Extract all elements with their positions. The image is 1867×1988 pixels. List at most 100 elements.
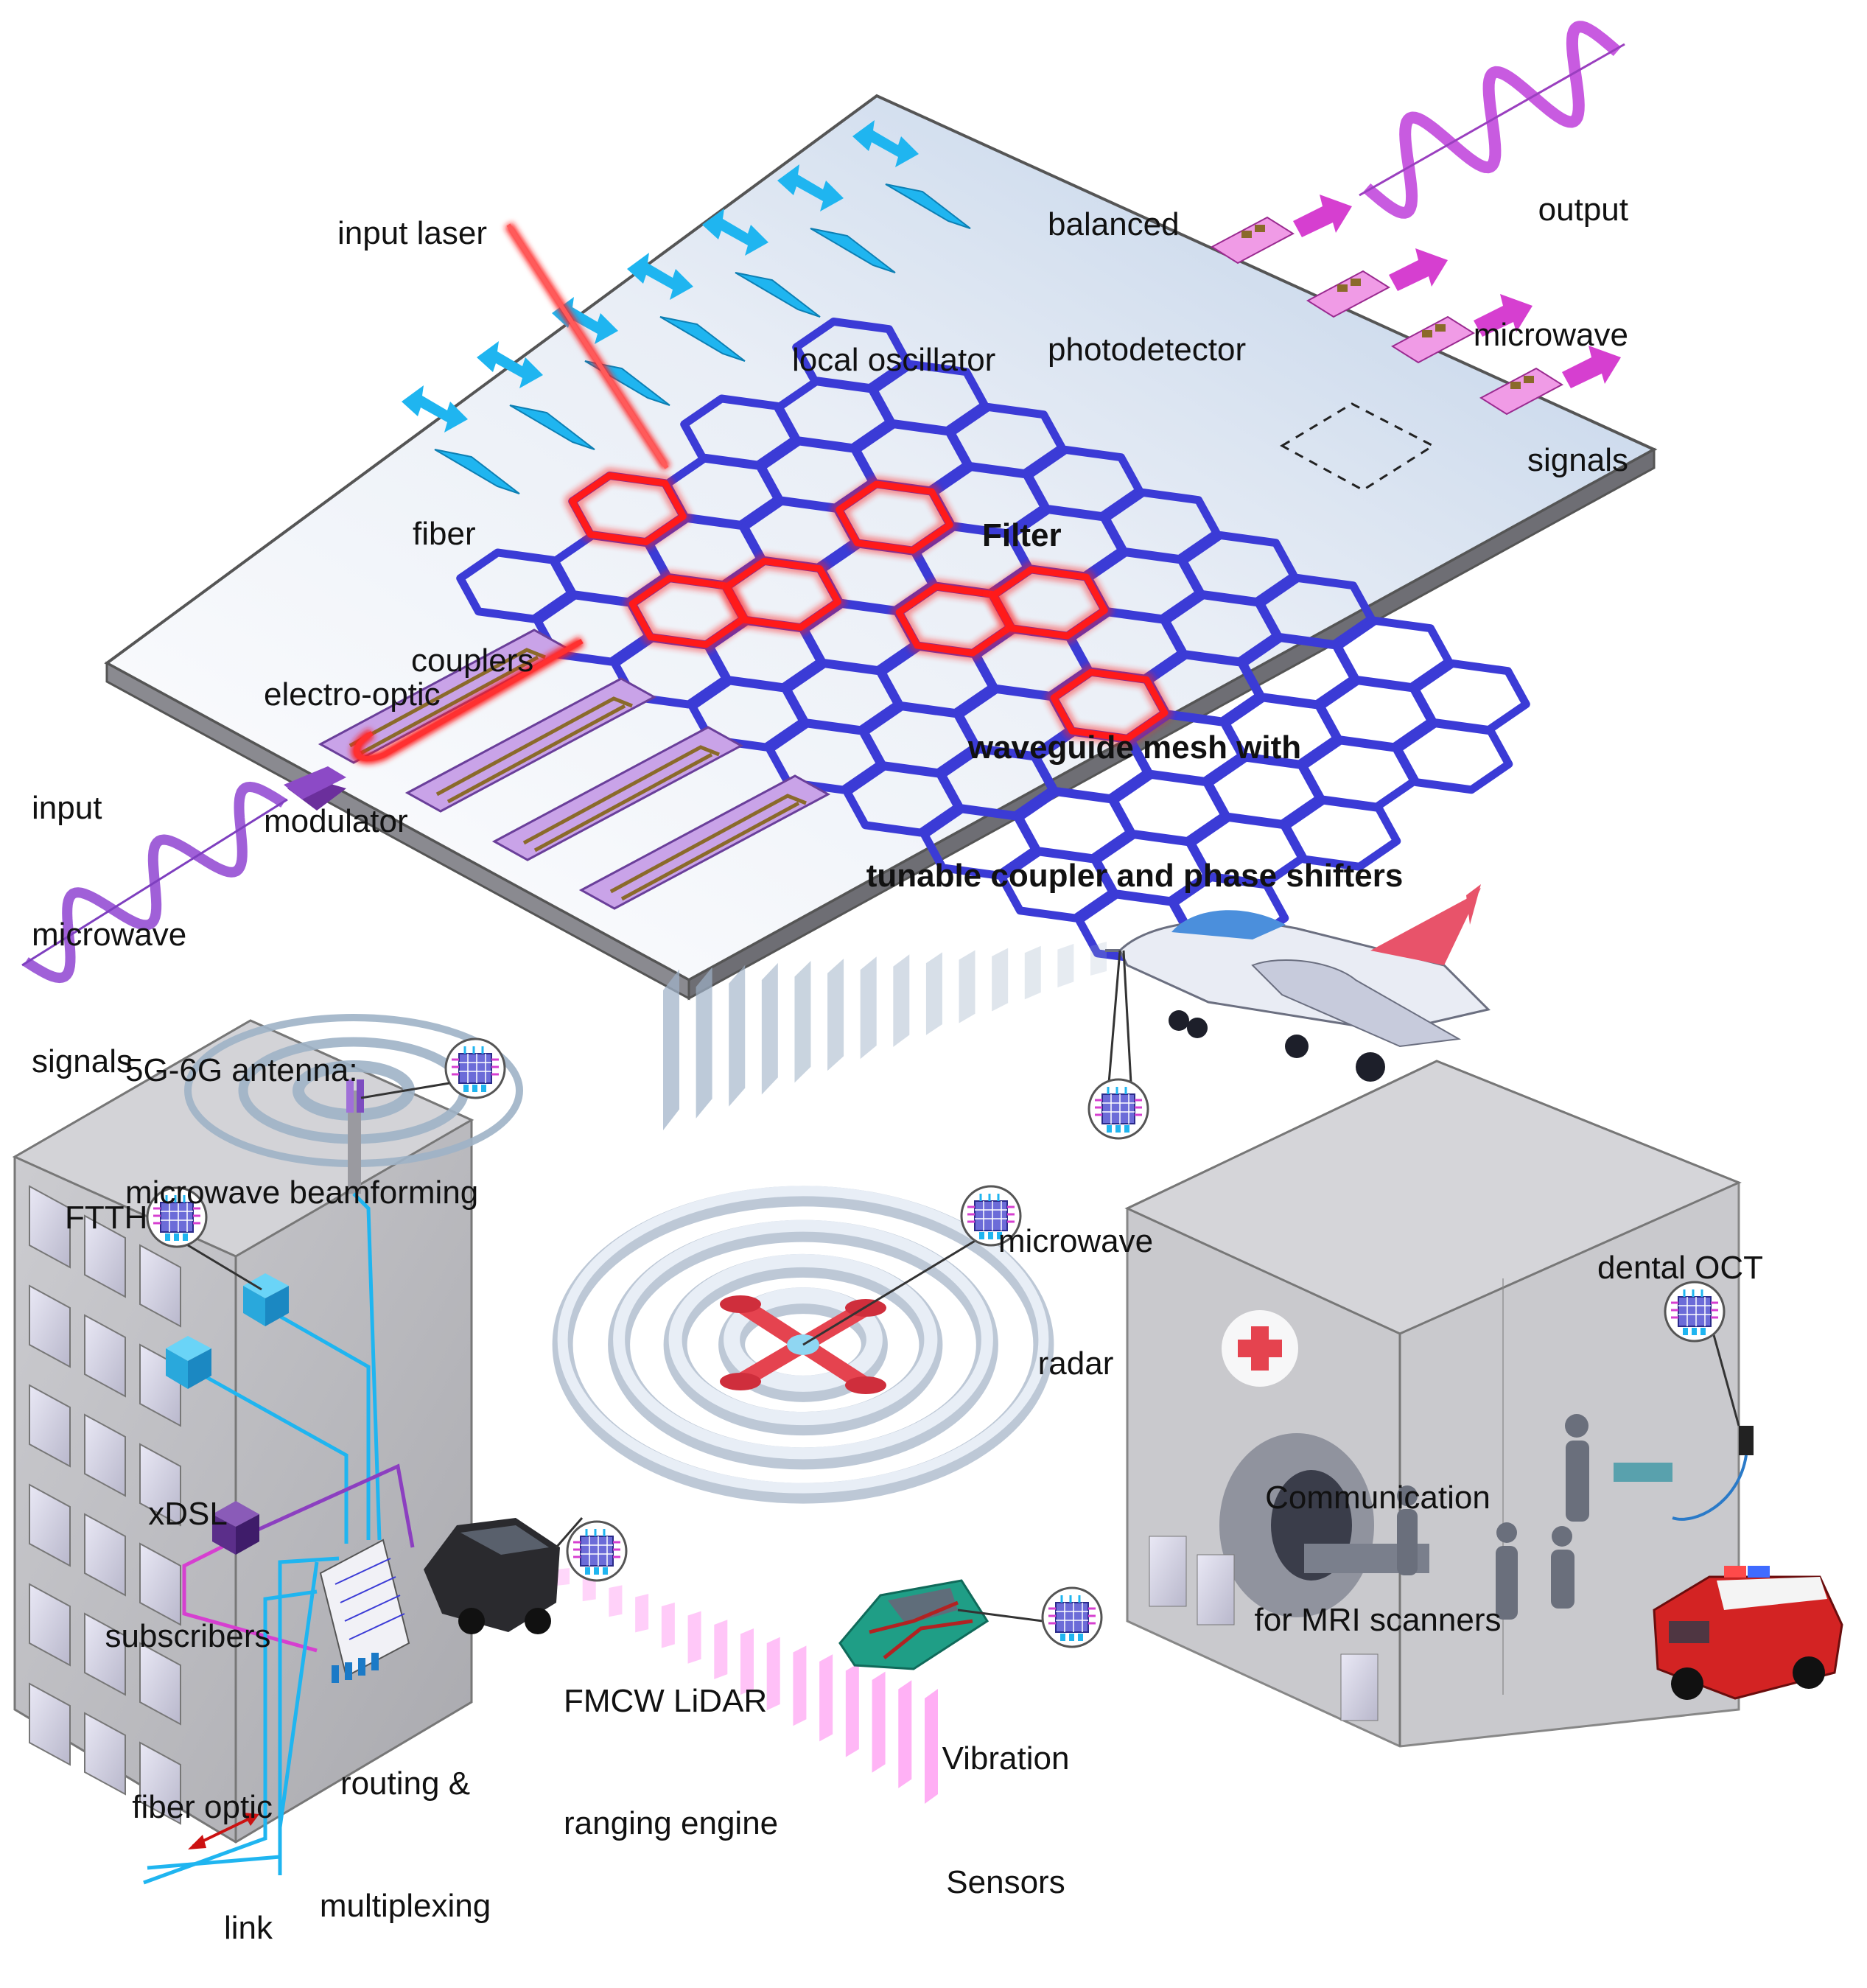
lidar-beam	[845, 1662, 859, 1757]
waveguide-cell	[1334, 616, 1453, 692]
laser-cell	[990, 566, 1108, 640]
routing-chip	[319, 1539, 410, 1683]
output-arrow-icon	[1562, 346, 1621, 388]
fiber-coupler-array	[402, 120, 971, 494]
building-window	[29, 1583, 71, 1667]
photonic-chip-icon	[1087, 1078, 1149, 1140]
label-fiber-optic-link: fiber optic link	[118, 1708, 273, 1988]
waveguide-cell	[792, 317, 911, 393]
photodetector	[1479, 367, 1563, 416]
waveguide-cell	[1256, 573, 1376, 649]
photonic-chip-icon	[1664, 1281, 1726, 1343]
label-line: multiplexing	[319, 1888, 491, 1924]
label-line: 5G-6G antenna:	[125, 1052, 358, 1088]
label-line: input	[32, 790, 102, 826]
label-line: microwave beamforming	[125, 1175, 479, 1211]
label-waveguide-mesh: waveguide mesh with tunable coupler and …	[840, 648, 1429, 936]
label-line: couplers	[411, 643, 534, 679]
laser-cell	[1050, 668, 1169, 742]
label-line: fiber	[413, 516, 476, 552]
label-electro-optic-modulator: electro-optic modulator	[264, 595, 441, 881]
lidar-beam	[925, 1689, 938, 1804]
photodetector	[1211, 216, 1295, 265]
output-microwave-signal	[1359, 21, 1625, 219]
label-mri-communication: Communication for MRI scanners	[1238, 1399, 1518, 1680]
building-windows	[29, 1185, 181, 1825]
building-window	[84, 1314, 126, 1398]
fiber-coupler-arrow-icon	[477, 341, 543, 388]
label-output-microwave-signals: output microwave signals	[1444, 111, 1628, 520]
photonic-chip-icon	[1041, 1586, 1103, 1648]
label-line: electro-optic	[264, 676, 441, 713]
building-window	[139, 1443, 181, 1527]
lidar-beam	[582, 1576, 596, 1602]
label-line: Vibration	[942, 1740, 1070, 1777]
fiber-coupler	[509, 405, 595, 450]
waveguide-cell	[947, 402, 1066, 478]
photodetector	[1391, 315, 1475, 364]
label-antenna: 5G-6G antenna: microwave beamforming	[125, 971, 478, 1253]
label-vibration-sensors: Vibration Sensors	[925, 1659, 1087, 1942]
label-line: microwave	[998, 1223, 1154, 1259]
label-line: tunable coupler and phase shifters	[866, 858, 1404, 894]
building-window	[29, 1185, 71, 1269]
building-window	[29, 1483, 71, 1567]
airplane-icon	[1105, 884, 1491, 1082]
label-line: output	[1538, 192, 1628, 228]
laser-cell	[836, 480, 953, 554]
waveguide-cell	[1024, 445, 1143, 521]
label-line: routing &	[340, 1765, 471, 1802]
lidar-beam	[609, 1585, 623, 1617]
label-line: link	[223, 1910, 273, 1946]
input-microwave-signal	[21, 766, 346, 984]
lidar-beam	[819, 1654, 833, 1742]
building-window	[29, 1284, 71, 1368]
radar-wavefront	[1024, 945, 1041, 1000]
lidar-beam	[872, 1671, 886, 1773]
label-line: waveguide mesh with	[967, 729, 1302, 766]
label-line: Sensors	[946, 1864, 1065, 1900]
fiber-network	[143, 1192, 415, 1885]
label-filter: Filter	[982, 517, 1062, 553]
output-arrow-icon	[1474, 294, 1533, 337]
radar-callout	[1087, 950, 1149, 1140]
fiber-coupler	[735, 272, 821, 318]
output-arrow-icon	[1293, 195, 1352, 237]
output-arrow-icon	[1389, 248, 1448, 291]
label-local-oscillator: local oscillator	[792, 342, 996, 378]
label-input-laser: input laser	[337, 215, 488, 251]
radar-wavefront	[696, 967, 712, 1119]
label-routing-multiplexing: routing & multiplexing	[309, 1684, 501, 1966]
fiber-coupler-arrow-icon	[402, 385, 468, 433]
label-line: balanced	[1048, 206, 1180, 242]
radar-wavefront	[925, 952, 942, 1035]
lidar-rings	[552, 1186, 1054, 1504]
radar-wavefront	[860, 956, 877, 1060]
fiber-link-arrow	[188, 1813, 259, 1849]
label-line: radar	[1037, 1345, 1114, 1382]
label-line: microwave	[32, 917, 187, 953]
lidar-beams	[556, 1568, 938, 1804]
ambulance-icon	[1653, 1566, 1843, 1700]
label-line: FMCW LiDAR	[564, 1683, 768, 1719]
label-input-microwave-signals: input microwave signals	[32, 709, 186, 1121]
building-window	[29, 1682, 71, 1766]
radar-wavefronts	[663, 942, 1107, 1130]
vibration-sensor-car	[838, 1579, 1103, 1670]
label-balanced-photodetector: balanced photodetector	[1048, 125, 1246, 410]
lidar-beam	[740, 1628, 754, 1695]
car-callout	[555, 1517, 628, 1582]
photodetector	[1306, 270, 1390, 318]
photonic-processor-illustration	[12, 21, 1843, 1885]
balanced-photodetector-array	[1211, 195, 1621, 416]
label-line: for MRI scanners	[1254, 1602, 1502, 1638]
building-window	[84, 1413, 126, 1497]
building-window	[139, 1244, 181, 1328]
building-window	[139, 1741, 181, 1825]
lidar-beam	[898, 1680, 912, 1788]
label-line: microwave	[1473, 317, 1628, 353]
photonic-chip-icon	[566, 1520, 628, 1582]
lidar-beam	[556, 1568, 570, 1586]
lidar-beam	[661, 1602, 675, 1648]
building-window	[84, 1513, 126, 1597]
